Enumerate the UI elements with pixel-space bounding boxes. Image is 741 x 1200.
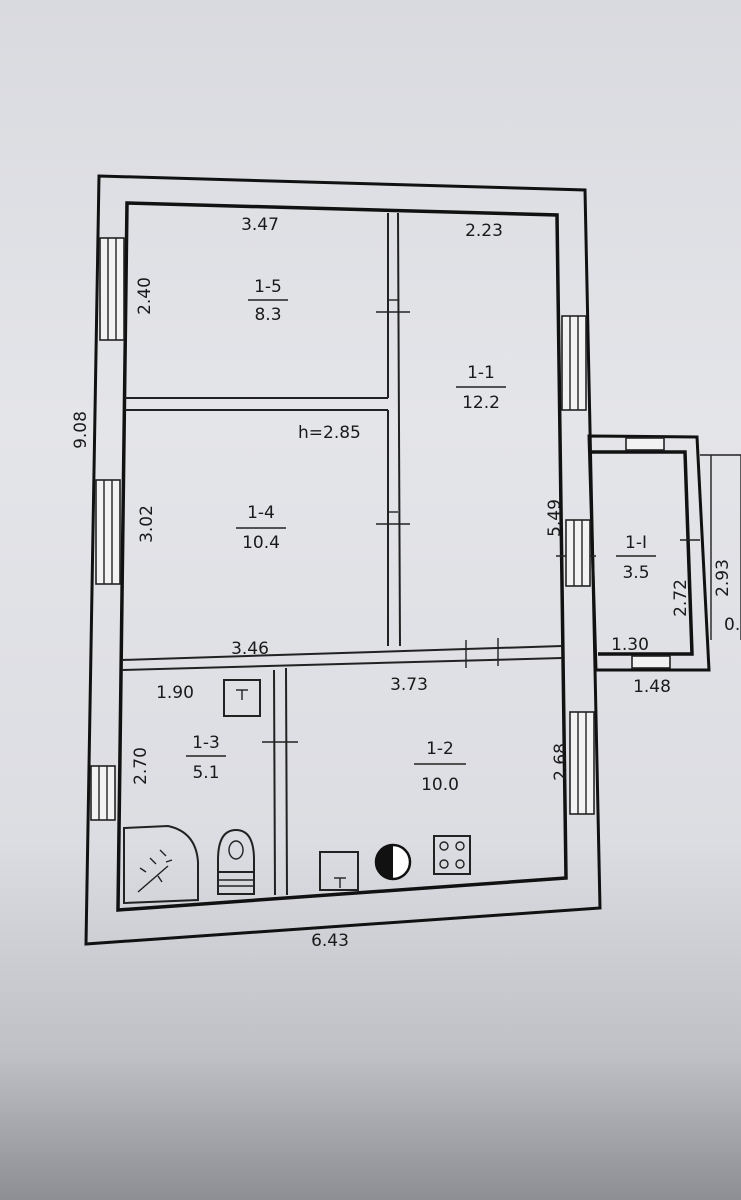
room-1-2-area: 10.0 (421, 775, 459, 795)
annex-window-bottom (631, 655, 671, 669)
dim-1-I-height: 2.72 (671, 579, 691, 617)
sink-icon (223, 679, 261, 717)
dim-1-3-width: 1.90 (156, 683, 194, 703)
room-1-I-area: 3.5 (622, 563, 649, 583)
dim-annex-outer-width: 1.48 (633, 677, 671, 697)
room-1-4-area: 10.4 (242, 533, 280, 553)
room-1-1-id: 1-1 (467, 363, 495, 383)
dim-bottom-total: 6.43 (311, 931, 349, 951)
ceiling-height: h=2.85 (298, 423, 361, 443)
room-1-2-id: 1-2 (426, 739, 454, 759)
dim-1-5-height: 2.40 (135, 277, 155, 315)
bathtub-icon (123, 824, 199, 905)
partition-1-3-right (273, 669, 276, 896)
annex-outer-wall (587, 434, 711, 672)
dim-1-4-height: 3.02 (137, 505, 157, 543)
toilet-icon (217, 828, 255, 895)
window-left-2 (95, 479, 121, 585)
dim-left-total: 9.08 (71, 411, 91, 449)
dim-1-I-width: 1.30 (611, 635, 649, 655)
dim-top-right: 2.23 (465, 221, 503, 241)
boiler-icon (374, 843, 412, 881)
room-1-4-id: 1-4 (247, 503, 275, 523)
dim-1-1-height: 5.49 (545, 499, 565, 537)
room-1-5-id: 1-5 (254, 277, 282, 297)
outer-wall (84, 174, 602, 946)
dim-annex-outer-height: 2.93 (713, 559, 733, 597)
dim-1-2-height: 2.68 (551, 743, 571, 781)
annex-window-top (625, 437, 665, 451)
partition-1-1-left (397, 212, 401, 647)
window-left-3 (90, 765, 116, 821)
stove-icon (433, 835, 471, 875)
room-label-bars (186, 299, 656, 765)
room-1-3-area: 5.1 (192, 763, 219, 783)
partition-middle-top (121, 645, 563, 661)
annex-inner-wall (590, 450, 694, 656)
dim-1-2-width: 3.73 (390, 675, 428, 695)
partition-middle-bottom (121, 657, 563, 671)
window-right-3 (569, 711, 595, 815)
dim-1-4-width: 3.46 (231, 639, 269, 659)
kitchen-sink-icon (319, 851, 359, 891)
room-1-1-area: 12.2 (462, 393, 500, 413)
partition-1-2-left (285, 667, 288, 896)
room-1-5-area: 8.3 (254, 305, 281, 325)
dim-annex-cut: 0. (724, 615, 740, 635)
dim-top-left: 3.47 (241, 215, 279, 235)
room-1-I-id: 1-I (625, 533, 647, 553)
window-right-1 (561, 315, 587, 411)
dim-1-3-height: 2.70 (131, 747, 151, 785)
inner-wall (116, 201, 568, 912)
room-1-3-id: 1-3 (192, 733, 220, 753)
window-right-2 (565, 519, 591, 587)
window-left-1 (99, 237, 125, 341)
